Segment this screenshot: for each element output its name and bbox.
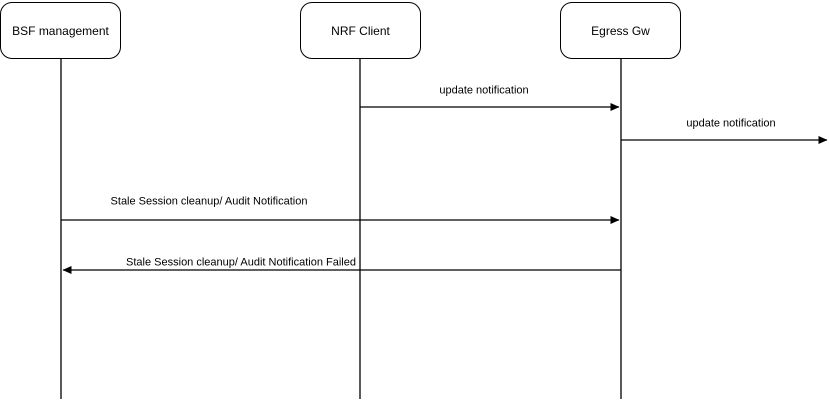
- participant-label-bsf: BSF management: [12, 23, 109, 38]
- participant-box-bsf[interactable]: BSF management: [0, 2, 121, 59]
- message-label-3: Stale Session cleanup/ Audit Notificatio…: [108, 195, 310, 208]
- participant-label-nrf: NRF Client: [331, 23, 390, 38]
- participant-box-nrf[interactable]: NRF Client: [300, 2, 421, 59]
- message-label-1: update notification: [437, 84, 531, 97]
- message-label-4: Stale Session cleanup/ Audit Notificatio…: [124, 256, 358, 269]
- participant-label-egress: Egress Gw: [591, 23, 650, 38]
- lifelines: [60, 59, 622, 399]
- message-arrows: [61, 103, 828, 274]
- message-label-2: update notification: [684, 117, 778, 130]
- participant-box-egress[interactable]: Egress Gw: [560, 2, 681, 59]
